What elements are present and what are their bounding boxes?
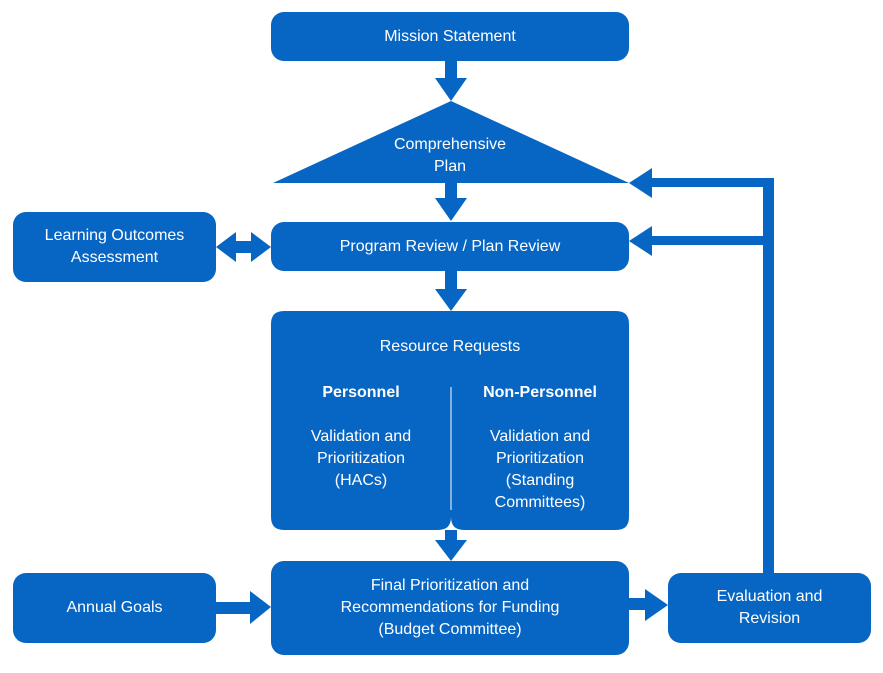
evaluation-revision-node[interactable]: Evaluation and Revision xyxy=(668,573,871,643)
arrow-annual-goals-to-final xyxy=(215,591,271,624)
non-personnel-heading: Non-Personnel xyxy=(483,384,597,401)
annual-goals-node[interactable]: Annual Goals xyxy=(13,573,216,643)
feedback-loop xyxy=(629,168,774,574)
non-personnel-line-3: (Standing xyxy=(505,472,575,489)
evaluation-line-1: Evaluation and xyxy=(716,588,823,605)
learning-outcomes-node[interactable]: Learning Outcomes Assessment xyxy=(13,212,216,282)
comprehensive-plan-line-1: Comprehensive xyxy=(393,136,507,153)
non-personnel-line-1: Validation and xyxy=(489,428,591,445)
personnel-heading: Personnel xyxy=(322,384,400,401)
arrow-plan-to-program-review xyxy=(435,183,467,221)
arrow-final-to-evaluation xyxy=(629,589,668,621)
comprehensive-plan-label: Comprehensive Plan xyxy=(350,134,550,178)
annual-goals-label: Annual Goals xyxy=(66,599,163,616)
resource-requests-box[interactable] xyxy=(271,311,629,530)
arrow-program-review-to-resource xyxy=(435,271,467,311)
non-personnel-line-2: Prioritization xyxy=(495,450,585,467)
learning-outcomes-line-1: Learning Outcomes xyxy=(44,227,185,244)
program-review-node[interactable]: Program Review / Plan Review xyxy=(271,222,629,271)
arrow-learning-program-review xyxy=(216,232,271,262)
personnel-line-1: Validation and xyxy=(310,428,412,445)
comprehensive-plan-triangle[interactable] xyxy=(273,101,629,183)
personnel-column: Personnel Validation and Prioritization … xyxy=(271,382,451,492)
program-review-label: Program Review / Plan Review xyxy=(339,237,561,255)
personnel-line-3: (HACs) xyxy=(334,472,388,489)
arrow-resource-to-final xyxy=(435,530,467,561)
arrow-mission-to-plan xyxy=(435,60,467,101)
non-personnel-column: Non-Personnel Validation and Prioritizat… xyxy=(451,382,629,514)
mission-statement-node[interactable]: Mission Statement xyxy=(271,12,629,61)
non-personnel-line-4: Committees) xyxy=(494,494,586,511)
learning-outcomes-line-2: Assessment xyxy=(70,249,159,266)
final-prioritization-line-1: Final Prioritization and xyxy=(370,577,530,594)
personnel-line-2: Prioritization xyxy=(316,450,406,467)
evaluation-line-2: Revision xyxy=(738,610,801,627)
final-prioritization-node[interactable]: Final Prioritization and Recommendations… xyxy=(271,561,629,655)
final-prioritization-line-3: (Budget Committee) xyxy=(378,621,522,638)
comprehensive-plan-line-2: Plan xyxy=(433,158,467,175)
final-prioritization-line-2: Recommendations for Funding xyxy=(340,599,560,616)
mission-statement-label: Mission Statement xyxy=(384,27,516,45)
resource-requests-title: Resource Requests xyxy=(379,338,521,355)
